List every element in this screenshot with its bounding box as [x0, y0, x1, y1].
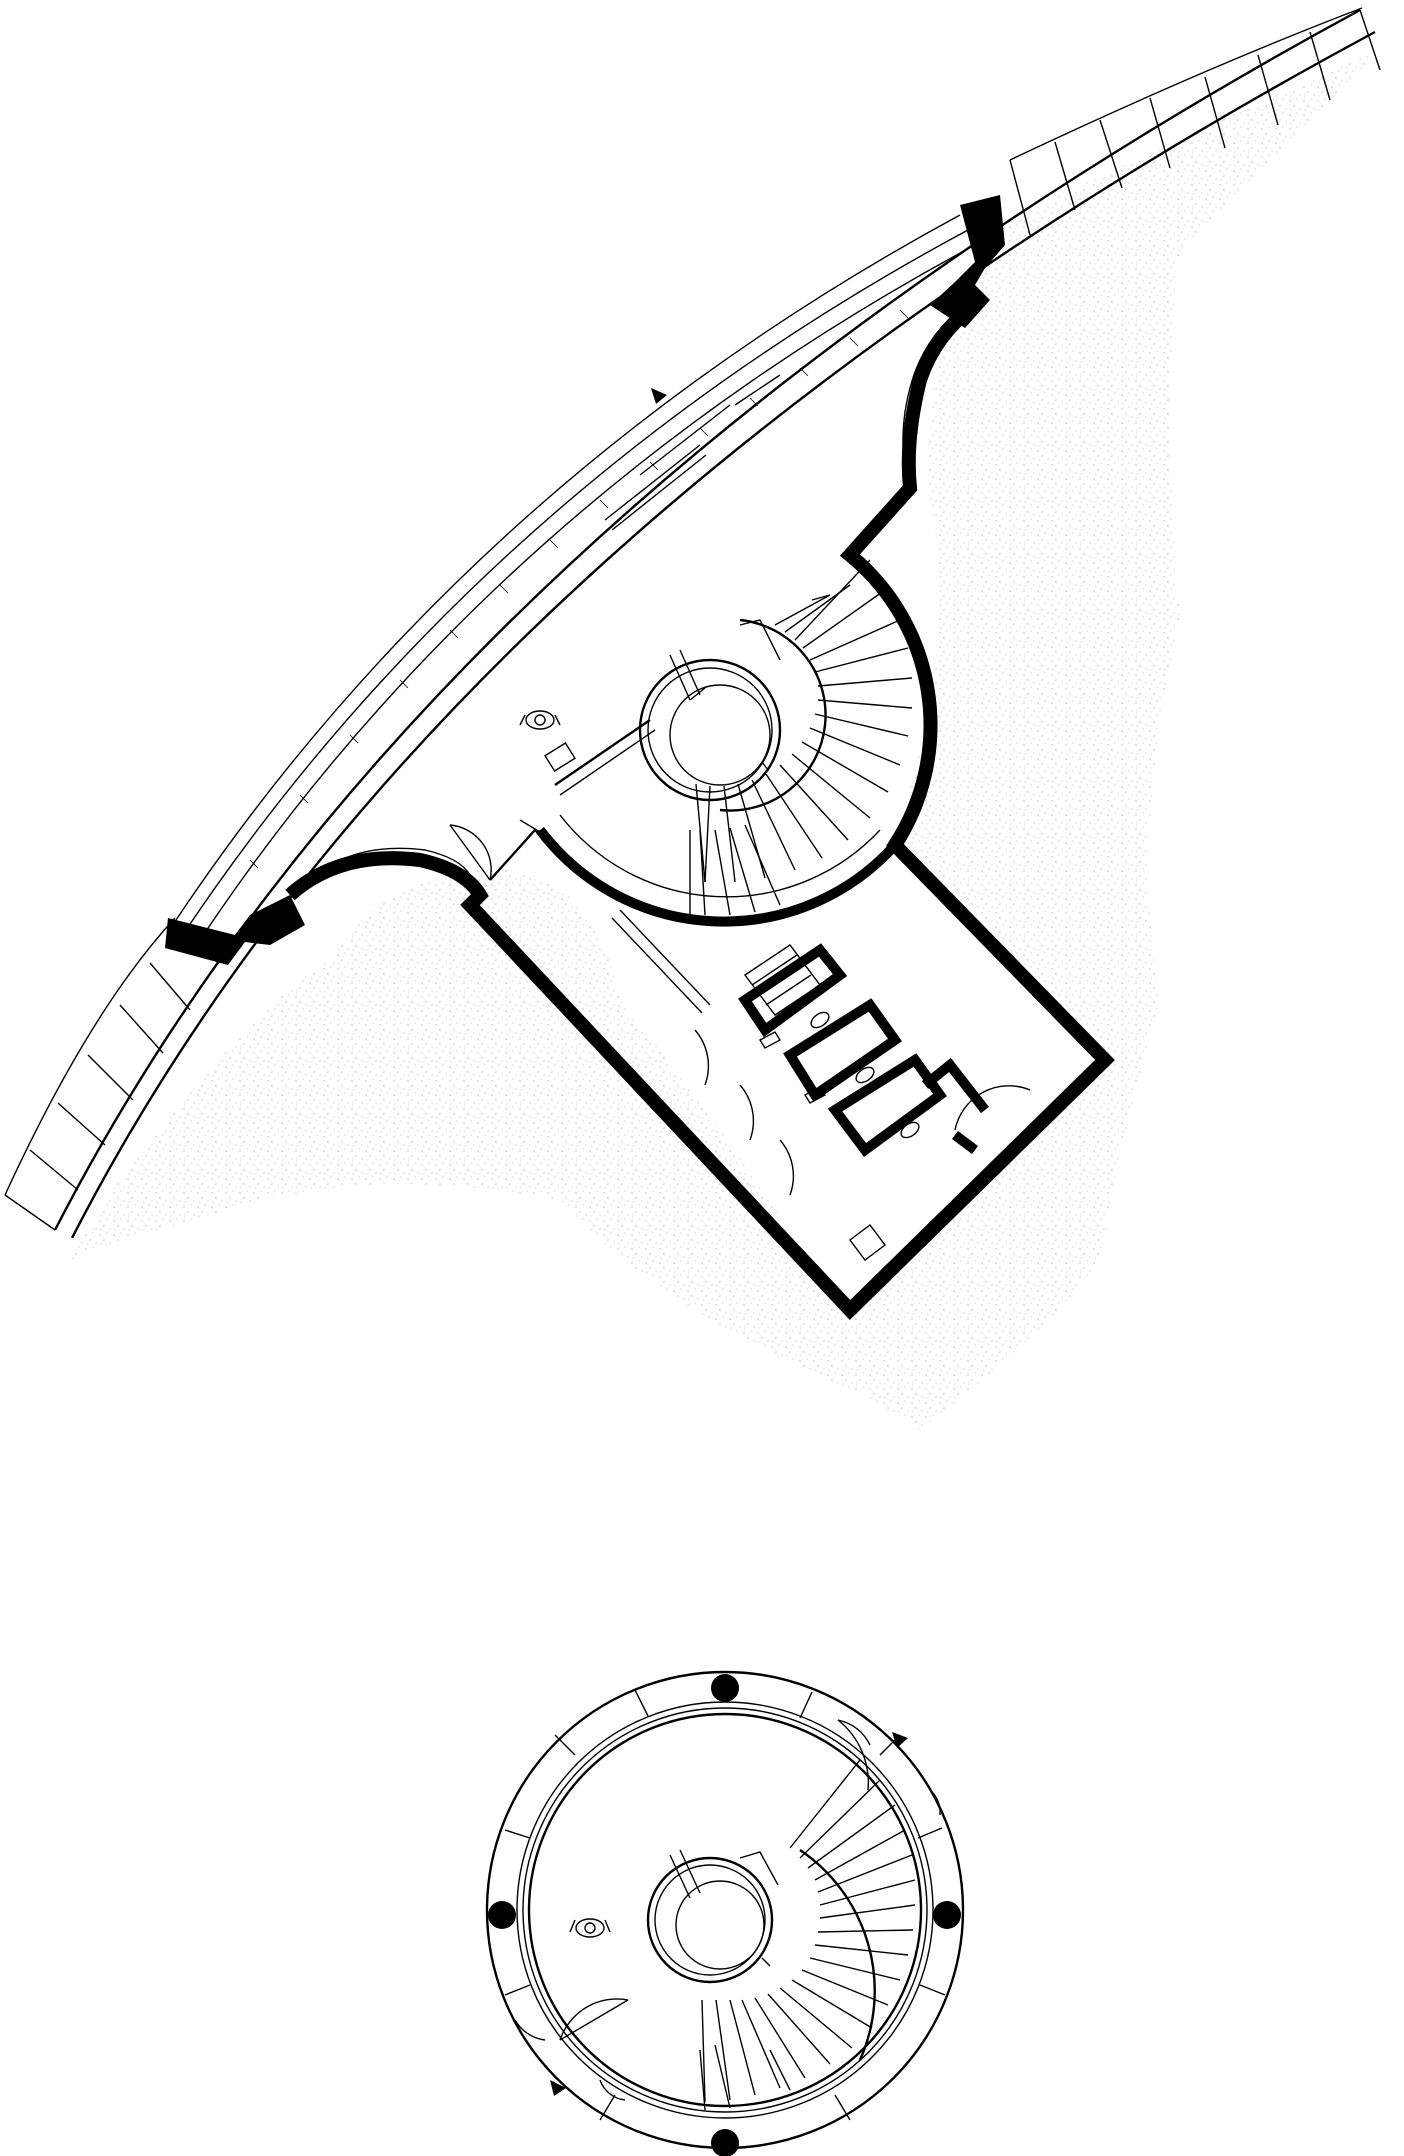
column-top: [711, 1674, 739, 1702]
wall-end-right: [930, 195, 1005, 328]
wheelchair-symbol-upper: [519, 710, 561, 730]
round-segments: [504, 1689, 946, 2121]
north-triangle-upper: [651, 388, 667, 404]
upper-plan: [4, 7, 1381, 1430]
wheelchair-symbol-lower: [569, 1918, 611, 1938]
stair-core-lower: [646, 1849, 779, 1984]
column-left: [488, 1901, 516, 1929]
desk-upper: [544, 742, 576, 772]
lower-round-plan: [485, 1670, 965, 2156]
main-wall: [285, 299, 1115, 1321]
terrain-hatch: [70, 50, 1380, 1430]
north-triangle-lower-right: [892, 1732, 908, 1748]
column-right: [933, 1901, 961, 1929]
curved-facade: [4, 7, 1381, 1239]
stair-shell-wall: [536, 826, 899, 927]
spiral-stair-lower: [699, 1759, 916, 2111]
column-bottom: [711, 2129, 739, 2156]
wall-end-left: [165, 895, 305, 965]
north-triangle-lower-left: [550, 2080, 566, 2096]
wc-block: [489, 828, 1031, 1261]
door-swings-upper: [449, 819, 546, 881]
spiral-stair-upper: [689, 559, 913, 916]
stair-core: [554, 619, 782, 802]
